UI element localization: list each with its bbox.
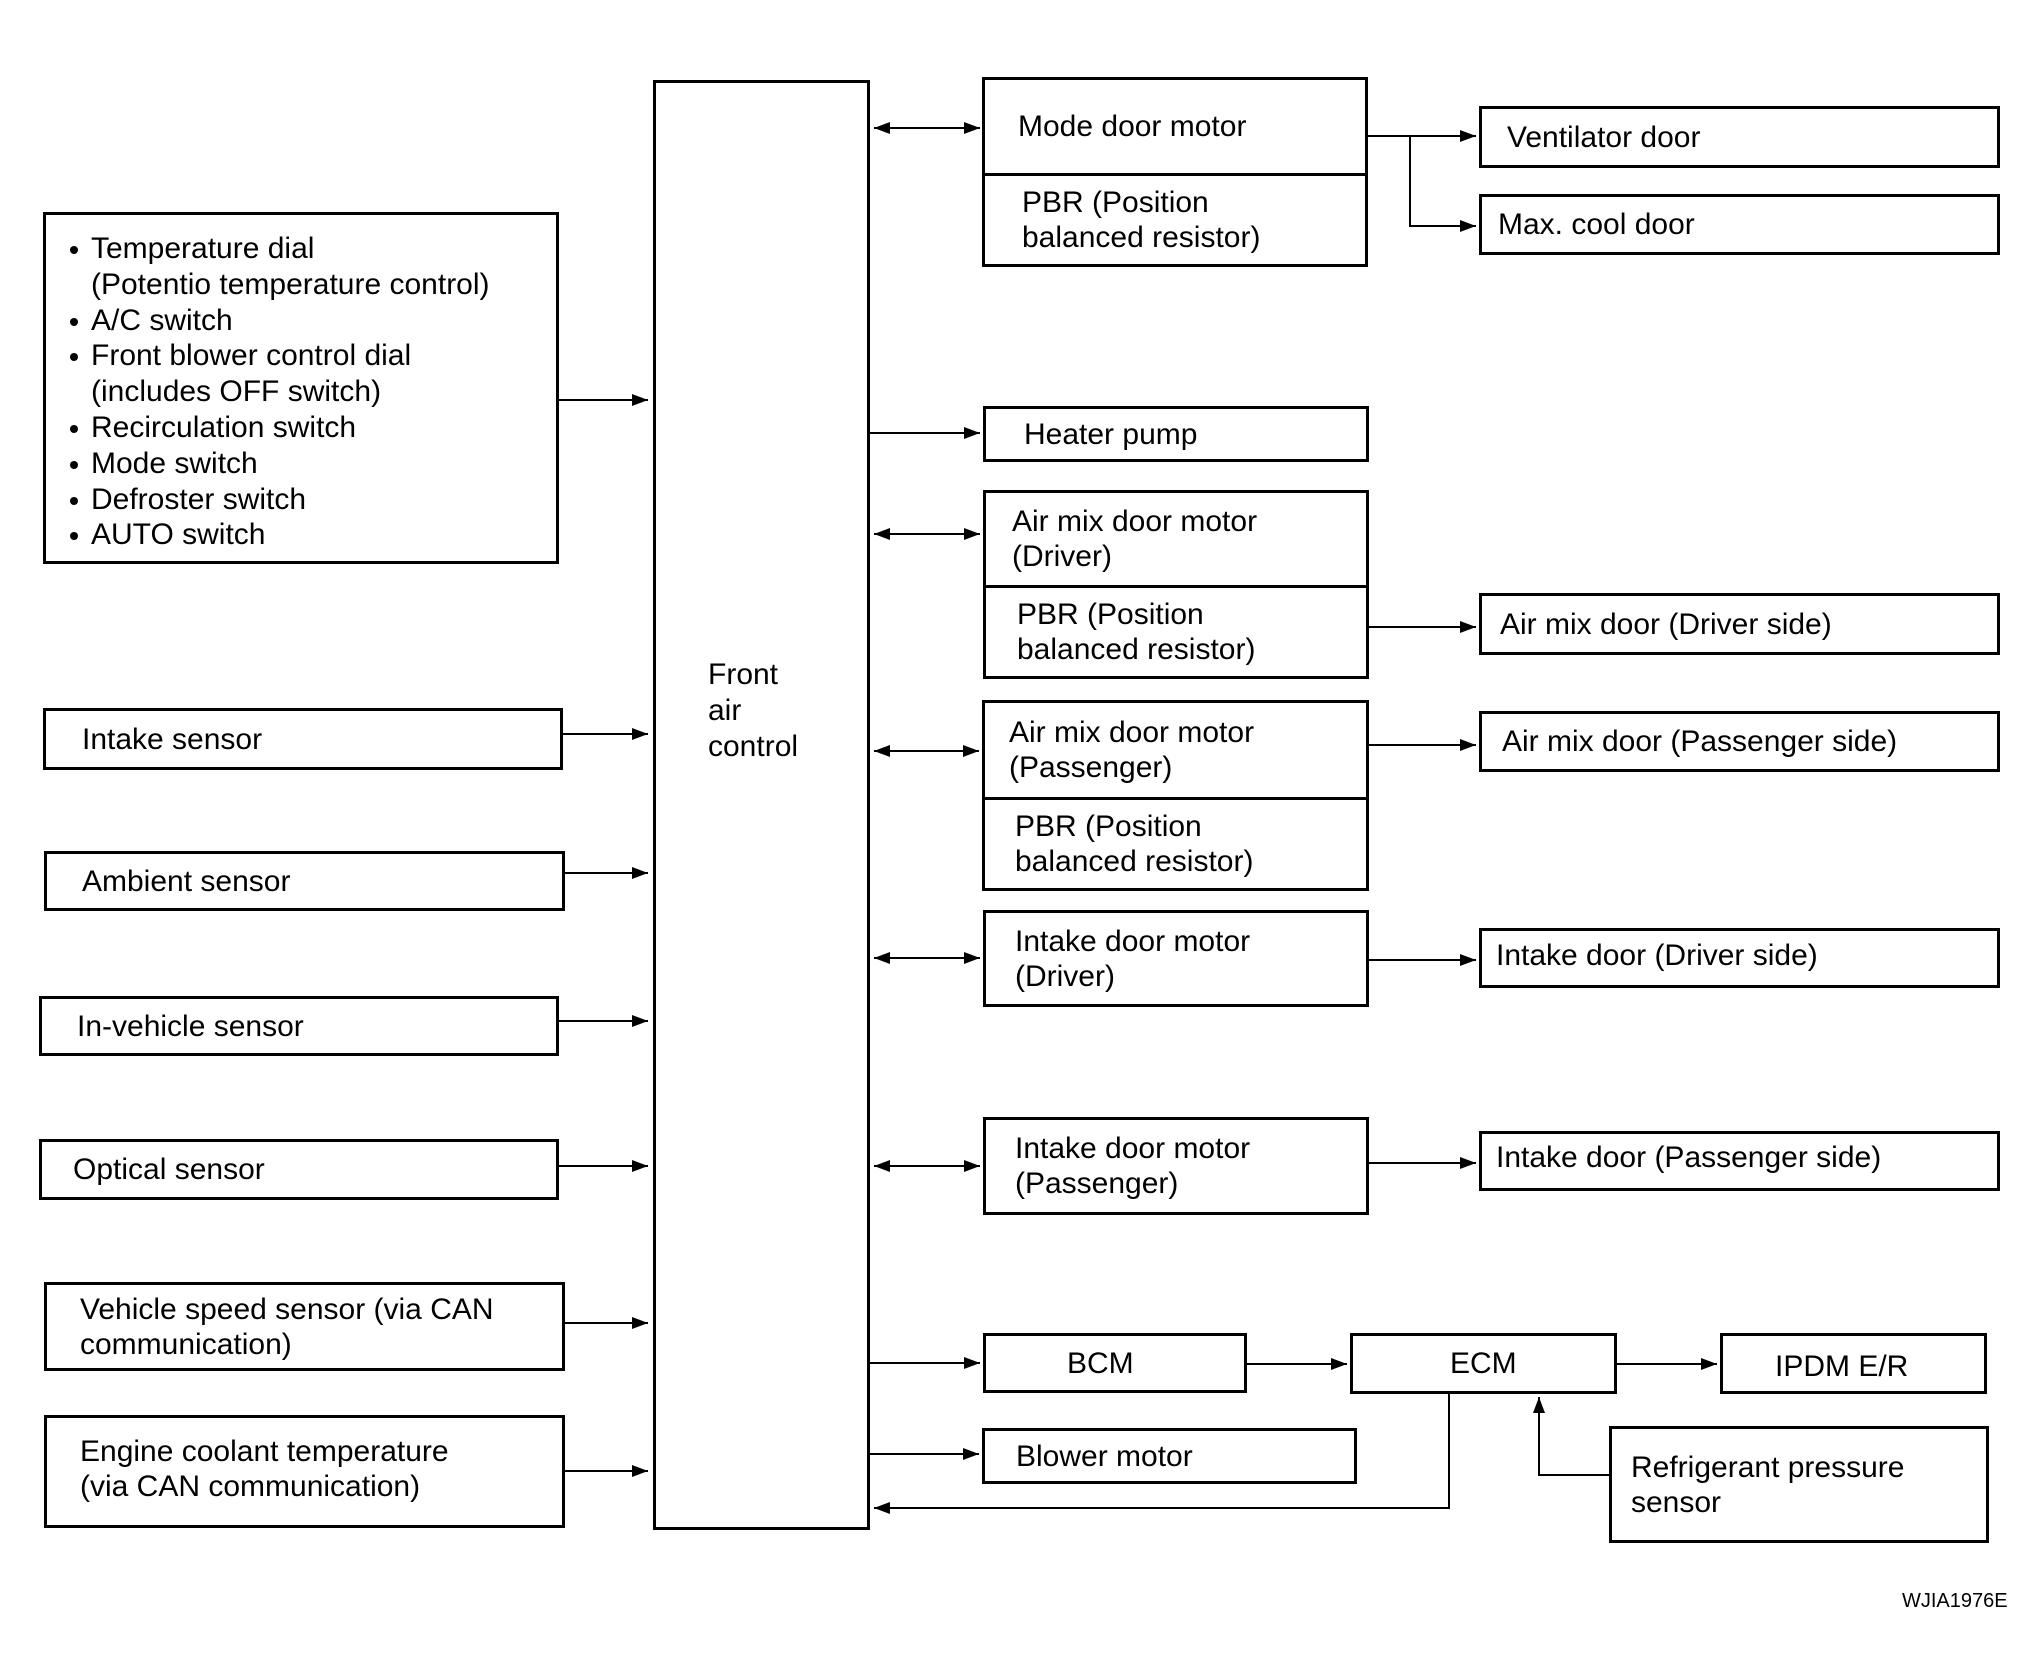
air-mix-passenger-pbr-label: balanced resistor) bbox=[1015, 845, 1254, 878]
air-mix-door-passenger-side-label: Air mix door (Passenger side) bbox=[1502, 725, 1898, 758]
refrigerant-pressure-sensor-label: sensor bbox=[1631, 1485, 1722, 1519]
mode-door-motor-section: Mode door motor bbox=[985, 80, 1365, 176]
intake-door-passenger-side-box: Intake door (Passenger side) bbox=[1479, 1131, 2000, 1191]
max-cool-door-box: Max. cool door bbox=[1479, 194, 2000, 255]
bcm-label: BCM bbox=[1067, 1346, 1134, 1380]
air-mix-door-motor-driver-label: Air mix door motor bbox=[1012, 505, 1258, 538]
switch-panel-list: Temperature dial (Potentio temperature c… bbox=[70, 231, 556, 553]
intake-door-driver-side-box: Intake door (Driver side) bbox=[1479, 928, 2000, 988]
ambient-sensor-box: Ambient sensor bbox=[44, 851, 565, 911]
switch-item-detail: (Potentio temperature control) bbox=[91, 267, 490, 301]
figure-code: WJIA1976E bbox=[1902, 1590, 2008, 1612]
switch-item: Recirculation switch bbox=[70, 410, 556, 446]
refrigerant-pressure-sensor-box: Refrigerant pressure sensor bbox=[1609, 1426, 1989, 1543]
heater-pump-box: Heater pump bbox=[983, 406, 1369, 462]
vehicle-speed-sensor-label: Vehicle speed sensor (via CAN bbox=[80, 1292, 494, 1326]
air-mix-driver-pbr-label: balanced resistor) bbox=[1017, 633, 1256, 666]
intake-door-motor-driver-label: (Driver) bbox=[1015, 959, 1115, 993]
intake-door-motor-passenger-box: Intake door motor (Passenger) bbox=[983, 1117, 1369, 1215]
heater-pump-label: Heater pump bbox=[1024, 417, 1198, 451]
front-air-control-label: Front air control bbox=[708, 657, 798, 765]
ecm-label: ECM bbox=[1450, 1347, 1517, 1380]
mode-door-pbr-section: PBR (Position balanced resistor) bbox=[985, 176, 1365, 264]
engine-coolant-temperature-label: (via CAN communication) bbox=[80, 1469, 421, 1503]
mode-door-pbr-label: PBR (Position bbox=[1022, 186, 1209, 219]
blower-motor-box: Blower motor bbox=[982, 1428, 1357, 1484]
intake-sensor-box: Intake sensor bbox=[43, 708, 563, 770]
optical-sensor-box: Optical sensor bbox=[39, 1139, 559, 1200]
front-air-control-label-line: air bbox=[708, 694, 742, 727]
air-mix-passenger-pbr-section: PBR (Position balanced resistor) bbox=[985, 800, 1366, 888]
switch-item-label: Temperature dial bbox=[91, 232, 315, 265]
arrow-refrigerant-pressure-sensor-to-ecm bbox=[1533, 1397, 1609, 1476]
intake-door-motor-passenger-label: Intake door motor bbox=[1015, 1132, 1251, 1165]
ventilator-door-box: Ventilator door bbox=[1479, 106, 2000, 168]
air-mix-passenger-pbr-label: PBR (Position bbox=[1015, 810, 1202, 843]
air-mix-door-motor-driver-box: Air mix door motor (Driver) PBR (Positio… bbox=[983, 490, 1369, 679]
front-air-control-label-line: control bbox=[708, 730, 799, 763]
intake-door-motor-passenger-label: (Passenger) bbox=[1015, 1167, 1179, 1200]
switch-item-label: A/C switch bbox=[91, 303, 233, 337]
vehicle-speed-sensor-label: communication) bbox=[80, 1327, 292, 1361]
switch-item-detail: (includes OFF switch) bbox=[91, 375, 382, 409]
switch-item: Defroster switch bbox=[70, 482, 556, 518]
air-mix-door-motor-passenger-label: (Passenger) bbox=[1009, 751, 1173, 784]
front-air-control-label-line: Front bbox=[708, 658, 779, 691]
intake-door-motor-driver-box: Intake door motor (Driver) bbox=[983, 910, 1369, 1007]
switch-item-label: Mode switch bbox=[91, 446, 258, 480]
switch-item-label: Defroster switch bbox=[91, 482, 307, 516]
switch-item: Mode switch bbox=[70, 446, 556, 482]
refrigerant-pressure-sensor-label: Refrigerant pressure bbox=[1631, 1450, 1905, 1484]
engine-coolant-temperature-box: Engine coolant temperature (via CAN comm… bbox=[44, 1415, 565, 1528]
vehicle-speed-sensor-box: Vehicle speed sensor (via CAN communicat… bbox=[44, 1282, 565, 1371]
ipdm-box: IPDM E/R bbox=[1720, 1333, 1987, 1394]
in-vehicle-sensor-label: In-vehicle sensor bbox=[77, 1009, 304, 1043]
air-mix-door-motor-passenger-box: Air mix door motor (Passenger) PBR (Posi… bbox=[982, 700, 1369, 891]
air-mix-driver-pbr-label: PBR (Position bbox=[1017, 598, 1204, 631]
switch-item: A/C switch bbox=[70, 303, 556, 339]
in-vehicle-sensor-box: In-vehicle sensor bbox=[39, 996, 559, 1056]
intake-door-driver-side-label: Intake door (Driver side) bbox=[1496, 938, 1818, 972]
mode-door-motor-label: Mode door motor bbox=[1018, 110, 1247, 143]
ecm-box: ECM bbox=[1350, 1333, 1617, 1394]
ambient-sensor-label: Ambient sensor bbox=[82, 864, 291, 898]
intake-door-passenger-side-label: Intake door (Passenger side) bbox=[1496, 1140, 1882, 1174]
air-mix-door-passenger-side-box: Air mix door (Passenger side) bbox=[1479, 711, 2000, 772]
air-mix-door-motor-driver-label: (Driver) bbox=[1012, 540, 1112, 573]
switch-item: AUTO switch bbox=[70, 517, 556, 553]
ventilator-door-label: Ventilator door bbox=[1507, 120, 1701, 154]
mode-door-motor-box: Mode door motor PBR (Position balanced r… bbox=[982, 77, 1368, 267]
switch-item: Temperature dial (Potentio temperature c… bbox=[70, 231, 556, 303]
switch-item: Front blower control dial (includes OFF … bbox=[70, 338, 556, 410]
switch-item-label: Recirculation switch bbox=[91, 410, 357, 444]
intake-door-motor-driver-label: Intake door motor bbox=[1015, 924, 1251, 958]
blower-motor-label: Blower motor bbox=[1016, 1439, 1193, 1473]
switch-item-label: AUTO switch bbox=[91, 518, 266, 552]
ipdm-label: IPDM E/R bbox=[1775, 1350, 1909, 1383]
optical-sensor-label: Optical sensor bbox=[73, 1153, 265, 1186]
front-air-control-box: Front air control bbox=[653, 80, 870, 1530]
switch-item-label: Front blower control dial bbox=[91, 339, 412, 373]
switch-panel-box: Temperature dial (Potentio temperature c… bbox=[43, 212, 559, 564]
arrow-mode-door-motor-to-max-cool-door bbox=[1409, 136, 1476, 232]
air-mix-door-driver-side-label: Air mix door (Driver side) bbox=[1500, 607, 1832, 641]
max-cool-door-label: Max. cool door bbox=[1498, 208, 1695, 241]
air-mix-door-motor-passenger-section: Air mix door motor (Passenger) bbox=[985, 703, 1366, 800]
air-mix-door-driver-side-box: Air mix door (Driver side) bbox=[1479, 593, 2000, 655]
bcm-box: BCM bbox=[983, 1333, 1247, 1393]
intake-sensor-label: Intake sensor bbox=[82, 722, 263, 756]
mode-door-pbr-label: balanced resistor) bbox=[1022, 221, 1261, 254]
air-mix-door-motor-passenger-label: Air mix door motor bbox=[1009, 716, 1255, 749]
air-mix-driver-pbr-section: PBR (Position balanced resistor) bbox=[986, 588, 1366, 676]
engine-coolant-temperature-label: Engine coolant temperature bbox=[80, 1434, 449, 1468]
air-mix-door-motor-driver-section: Air mix door motor (Driver) bbox=[986, 493, 1366, 588]
